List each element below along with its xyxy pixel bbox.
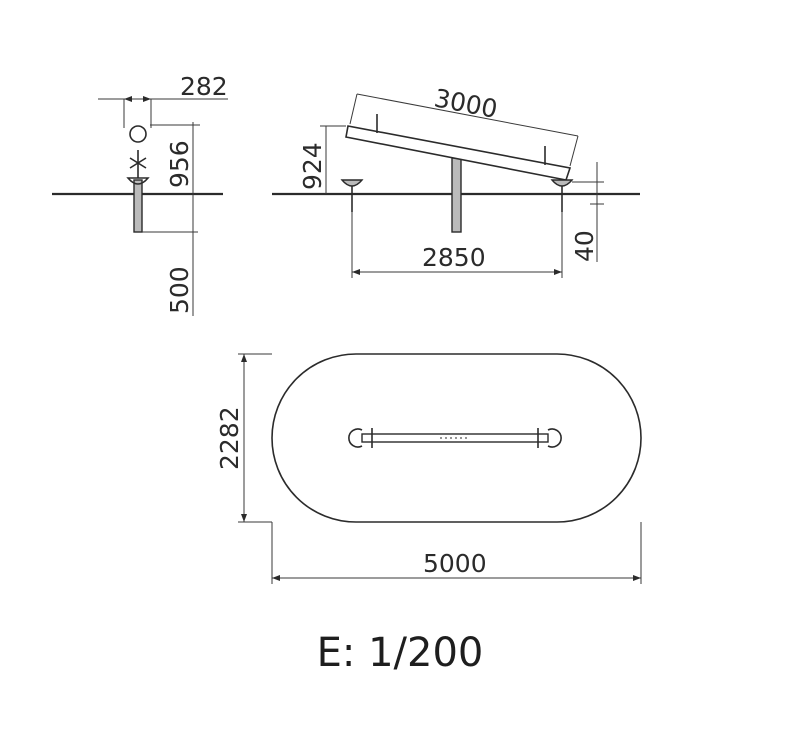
dim-924-label: 924 <box>298 142 327 190</box>
scale-label: E: 1/200 <box>316 630 484 676</box>
dim-line-3000 <box>356 93 579 137</box>
seat-right <box>550 179 574 187</box>
arrow <box>554 269 562 275</box>
plan-seat-left <box>348 428 363 448</box>
center-post <box>451 157 462 233</box>
dim-40-label: 40 <box>570 230 599 262</box>
handle-joint <box>129 157 147 169</box>
arrow <box>241 514 247 522</box>
safety-zone-outline <box>271 353 642 523</box>
dim-2850-label: 2850 <box>422 243 486 272</box>
post <box>133 179 143 233</box>
arrow <box>272 575 280 581</box>
ext-line <box>569 135 579 167</box>
front-view: 3000 924 2850 40 <box>272 83 640 278</box>
dim-2282-label: 2282 <box>215 406 244 470</box>
dim-282-label: 282 <box>180 72 228 101</box>
plan-seat-right <box>547 428 562 448</box>
seat-left <box>340 179 364 187</box>
dim-3000-label: 3000 <box>432 83 500 123</box>
arrow <box>124 96 132 102</box>
dim-500-label: 500 <box>165 266 194 314</box>
handle-ring <box>129 125 147 143</box>
arrow <box>241 354 247 362</box>
arrow <box>143 96 151 102</box>
side-view: 282 956 500 <box>52 72 228 316</box>
dim-956-label: 956 <box>165 140 194 188</box>
plan-view: 2282 5000 <box>215 353 642 584</box>
ext-line <box>349 93 358 125</box>
dim-5000-label: 5000 <box>423 549 487 578</box>
arrow <box>633 575 641 581</box>
seat <box>126 177 150 185</box>
arrow <box>352 269 360 275</box>
